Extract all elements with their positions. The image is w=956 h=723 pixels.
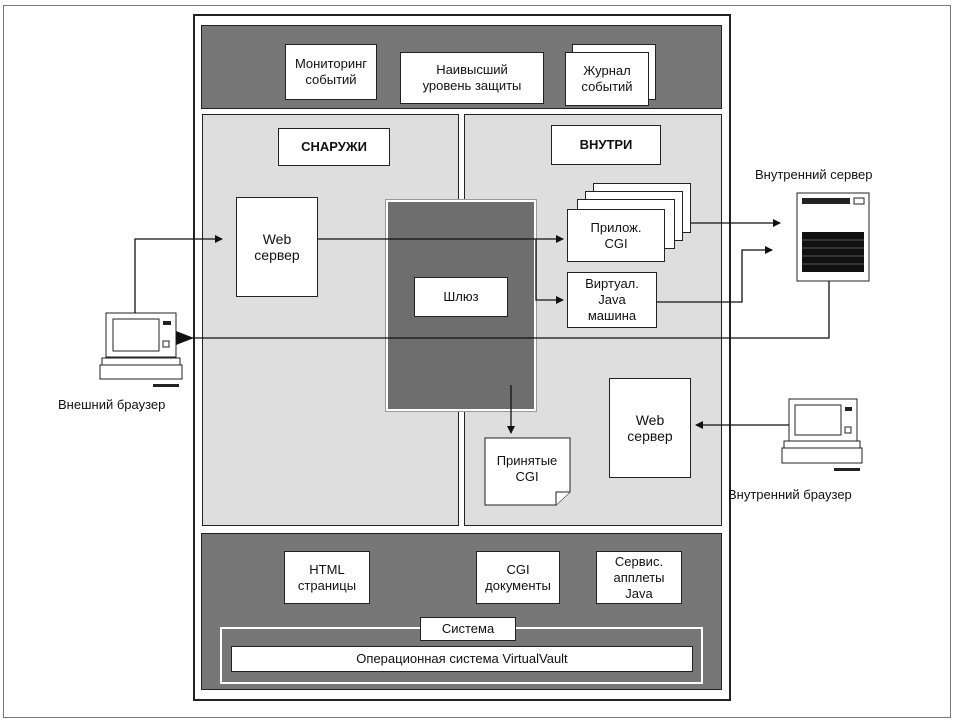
java-vm-box: Виртуал. Java машина (567, 272, 657, 328)
cgi-docs-box: CGI документы (476, 551, 560, 604)
highest-security-box: Наивысший уровень защиты (400, 52, 544, 104)
outside-web-server-box: Web сервер (236, 197, 318, 297)
event-log-box: Журнал событий (565, 52, 649, 106)
inside-title: ВНУТРИ (551, 125, 661, 165)
external-browser-caption: Внешний браузер (58, 397, 166, 412)
html-pages-box: HTML страницы (284, 551, 370, 604)
os-box: Операционная система VirtualVault (231, 646, 693, 672)
inside-web-server-box: Web сервер (609, 378, 691, 478)
gateway-box: Шлюз (414, 277, 508, 317)
system-label: Система (420, 617, 516, 641)
internal-server-caption: Внутренний сервер (755, 167, 873, 182)
cgi-apps-box: Прилож. CGI (567, 209, 665, 262)
accepted-cgi-label: Принятые CGI (496, 453, 558, 484)
java-applets-box: Сервис. апплеты Java (596, 551, 682, 604)
outside-title: СНАРУЖИ (278, 128, 390, 166)
figure-frame (3, 5, 951, 718)
internal-browser-caption: Внутренний браузер (728, 487, 852, 502)
event-monitoring-box: Мониторинг событий (285, 44, 377, 100)
